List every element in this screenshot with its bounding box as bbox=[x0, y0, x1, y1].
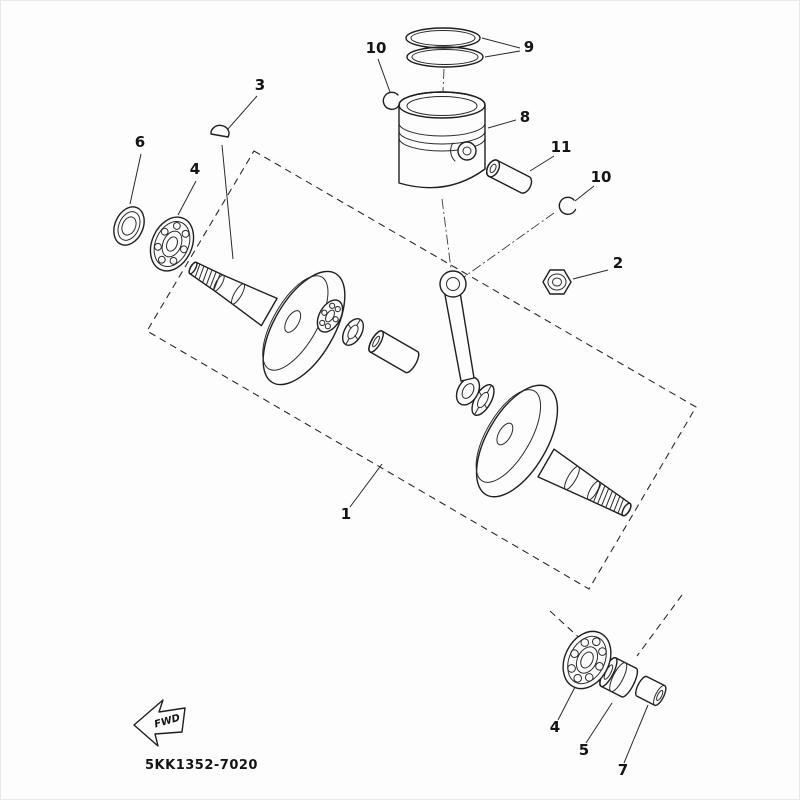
dashed-boundary-box bbox=[146, 150, 697, 590]
part-label-7: 7 bbox=[618, 761, 628, 779]
crank-web-right bbox=[475, 384, 559, 498]
piston-pin bbox=[485, 159, 533, 194]
part-label-9: 9 bbox=[524, 38, 534, 56]
part-label-5: 5 bbox=[579, 741, 589, 759]
part-label-4-lower: 4 bbox=[550, 718, 560, 736]
connecting-rod bbox=[439, 270, 481, 406]
part-label-6: 6 bbox=[135, 133, 145, 151]
oil-seal bbox=[113, 206, 145, 246]
crank-shaft-right bbox=[537, 448, 632, 517]
piston bbox=[398, 91, 486, 189]
crank-web-left bbox=[262, 270, 346, 386]
crankshaft-assembly bbox=[188, 261, 632, 517]
bearing-upper bbox=[149, 216, 195, 272]
bearing-lower bbox=[562, 630, 612, 690]
part-label-3: 3 bbox=[255, 76, 265, 94]
fwd-label: FWD bbox=[153, 713, 181, 731]
retainer-clip bbox=[210, 124, 230, 138]
piston-rings bbox=[405, 27, 484, 68]
end-collar bbox=[635, 675, 667, 707]
leader-lines bbox=[129, 37, 649, 764]
part-label-10-right: 10 bbox=[591, 168, 612, 186]
circlip-right bbox=[558, 196, 577, 216]
fwd-arrow-icon: FWD bbox=[133, 699, 186, 747]
part-code-text: 5KK1352-7020 bbox=[145, 758, 258, 773]
crank-shaft-left bbox=[188, 261, 278, 327]
circlip-left bbox=[382, 91, 401, 111]
part-label-8: 8 bbox=[520, 108, 530, 126]
thrust-washer bbox=[341, 318, 365, 346]
part-label-1: 1 bbox=[341, 505, 351, 523]
nut bbox=[542, 269, 572, 295]
crank-pin-spacer bbox=[368, 330, 420, 374]
big-end-bearing bbox=[316, 299, 344, 333]
part-label-2: 2 bbox=[613, 254, 623, 272]
centerlines bbox=[441, 68, 555, 278]
callouts: 10 9 8 11 10 3 6 4 2 1 4 5 7 bbox=[135, 38, 628, 779]
part-label-11: 11 bbox=[551, 138, 572, 156]
part-label-4-upper: 4 bbox=[190, 160, 200, 178]
lower-bearing-assembly bbox=[562, 630, 667, 707]
part-label-10-top: 10 bbox=[366, 39, 387, 57]
